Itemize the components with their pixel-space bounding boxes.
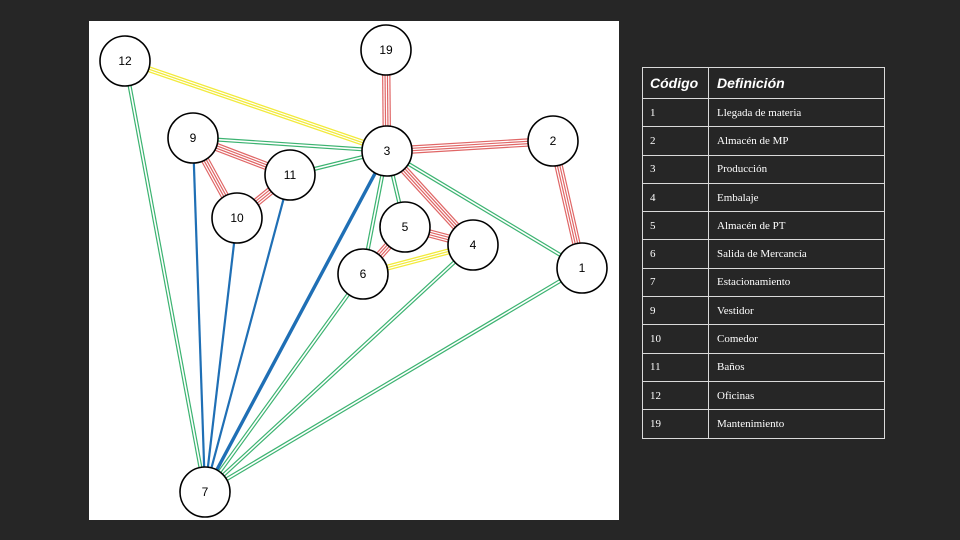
node-label: 12 [118,54,132,68]
header-definition: Definición [708,67,885,99]
edge-12-7 [123,60,207,493]
node-2: 2 [527,115,579,167]
node-12: 12 [99,35,151,87]
edge-9-7 [191,137,207,493]
node-1: 1 [556,242,608,294]
row-code: 19 [642,409,709,439]
node-label: 6 [360,267,367,281]
row-code: 2 [642,126,709,156]
row-definition: Vestidor [708,296,885,326]
edge-1-7 [203,266,584,494]
row-definition: Almacén de MP [708,126,885,156]
node-7: 7 [179,466,231,518]
edge-10-7 [203,217,239,493]
row-definition: Oficinas [708,380,885,411]
row-definition: Producción [708,154,885,184]
row-definition: Baños [708,352,885,382]
edge-11-7 [203,174,292,493]
node-circle [360,24,412,76]
row-code: 11 [642,352,709,382]
node-9: 9 [167,112,219,164]
row-definition: Mantenimiento [708,409,885,439]
node-circle [527,115,579,167]
node-circle [264,149,316,201]
node-circle [211,192,263,244]
edge-3-2 [386,136,554,156]
row-definition: Almacén de PT [708,211,885,241]
node-3: 3 [361,125,413,177]
row-definition: Llegada de materia [708,97,885,128]
edge-3-7 [203,150,389,493]
edge-9-3 [192,136,388,153]
node-circle [167,112,219,164]
row-code: 4 [642,182,709,213]
node-circle [556,242,608,294]
node-label: 9 [190,131,197,145]
row-definition: Embalaje [708,182,885,213]
node-19: 19 [360,24,412,76]
row-definition: Comedor [708,324,885,354]
edge-4-7 [203,243,475,494]
node-label: 3 [384,144,391,158]
node-label: 1 [579,261,586,275]
node-circle [179,466,231,518]
row-code: 6 [642,239,709,269]
node-10: 10 [211,192,263,244]
node-4: 4 [447,219,499,271]
row-code: 9 [642,296,709,326]
node-label: 2 [550,134,557,148]
node-5: 5 [379,201,431,253]
node-circle [99,35,151,87]
row-definition: Estacionamiento [708,267,885,298]
node-label: 4 [470,238,477,252]
node-label: 11 [284,168,297,182]
edge-6-7 [203,272,365,494]
row-code: 10 [642,324,709,354]
node-circle [447,219,499,271]
node-6: 6 [337,248,389,300]
edge-12-3 [124,58,388,154]
node-circle [337,248,389,300]
node-11: 11 [264,149,316,201]
node-label: 5 [402,220,409,234]
node-label: 7 [202,485,209,499]
row-code: 7 [642,267,709,298]
node-label: 10 [230,211,244,225]
table-header-row: Código Definición [642,67,885,99]
row-code: 3 [642,154,709,184]
node-label: 19 [379,43,393,57]
edge-3-1 [385,149,584,270]
row-code: 1 [642,97,709,128]
node-circle [361,125,413,177]
header-code: Código [642,67,709,99]
row-definition: Salida de Mercancía [708,239,885,269]
node-circle [379,201,431,253]
row-code: 12 [642,380,709,411]
row-code: 5 [642,211,709,241]
